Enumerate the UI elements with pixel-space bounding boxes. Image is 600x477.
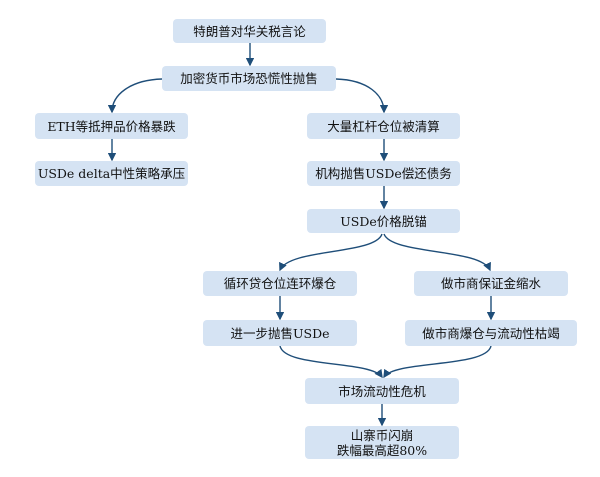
node-trump-tariff: 特朗普对华关税言论: [173, 19, 326, 43]
node-altcoin-flash-crash: 山寨币闪崩 跌幅最高超80%: [305, 426, 459, 459]
node-mm-liquidity-dryup: 做市商爆仓与流动性枯竭: [405, 320, 577, 346]
arrow-n2-n3: [107, 78, 163, 114]
node-label: 市场流动性危机: [338, 383, 426, 399]
node-label: 大量杠杆仓位被清算: [327, 118, 440, 134]
node-eth-crash: ETH等抵押品价格暴跌: [35, 113, 188, 139]
node-label: 跌幅最高超80%: [336, 442, 428, 458]
node-label: 进一步抛售USDe: [230, 325, 330, 341]
node-label: 特朗普对华关税言论: [193, 23, 306, 39]
node-label: USDe价格脱锚: [340, 213, 427, 229]
node-label: 加密货币市场恐慌性抛售: [180, 71, 318, 86]
node-loop-liquidations: 循环贷仓位连环爆仓: [203, 271, 357, 296]
node-panic-selling: 加密货币市场恐慌性抛售: [162, 66, 336, 91]
arrow-n10-n12: [279, 345, 383, 379]
node-label: 做市商保证金缩水: [440, 276, 541, 291]
node-label: USDe delta中性策略承压: [37, 166, 186, 181]
node-label: ETH等抵押品价格暴跌: [47, 118, 176, 134]
node-label: 做市商爆仓与流动性枯竭: [422, 325, 560, 341]
arrow-n2-n5: [335, 78, 389, 114]
arrow-n7-n8: [279, 233, 383, 272]
node-label: 机构抛售USDe偿还债务: [315, 166, 452, 181]
node-liquidity-crisis: 市场流动性危机: [305, 378, 459, 404]
node-usde-depeg: USDe价格脱锚: [307, 209, 460, 233]
node-label: 山寨币闪崩: [350, 427, 414, 443]
node-institutional-selling: 机构抛售USDe偿还债务: [307, 161, 460, 186]
node-delta-neutral-pressure: USDe delta中性策略承压: [35, 161, 188, 186]
node-liquidations: 大量杠杆仓位被清算: [307, 113, 460, 139]
node-mm-margin-shrink: 做市商保证金缩水: [414, 271, 568, 296]
arrow-n7-n9: [383, 233, 491, 272]
arrow-n11-n12: [383, 345, 492, 379]
node-further-selling: 进一步抛售USDe: [203, 320, 357, 346]
node-label: 循环贷仓位连环爆仓: [223, 276, 337, 291]
